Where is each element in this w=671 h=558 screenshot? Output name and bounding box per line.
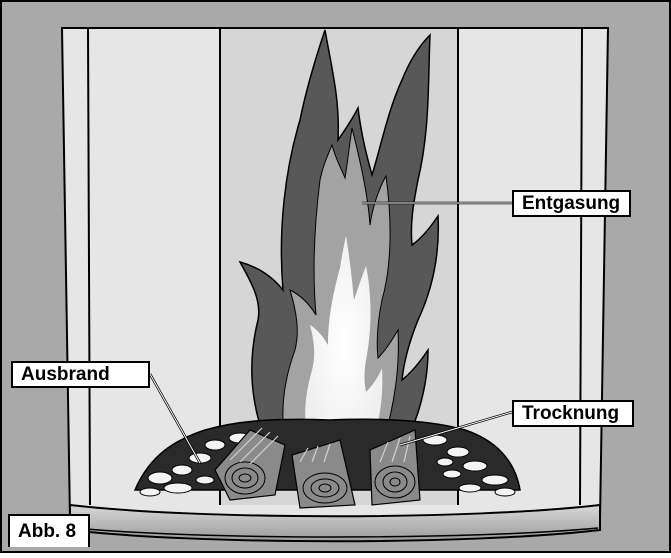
figure-caption: Abb. 8 bbox=[8, 514, 90, 547]
label-trocknung: Trocknung bbox=[512, 400, 634, 427]
label-entgasung: Entgasung bbox=[512, 190, 631, 217]
label-ausbrand: Ausbrand bbox=[11, 361, 150, 388]
